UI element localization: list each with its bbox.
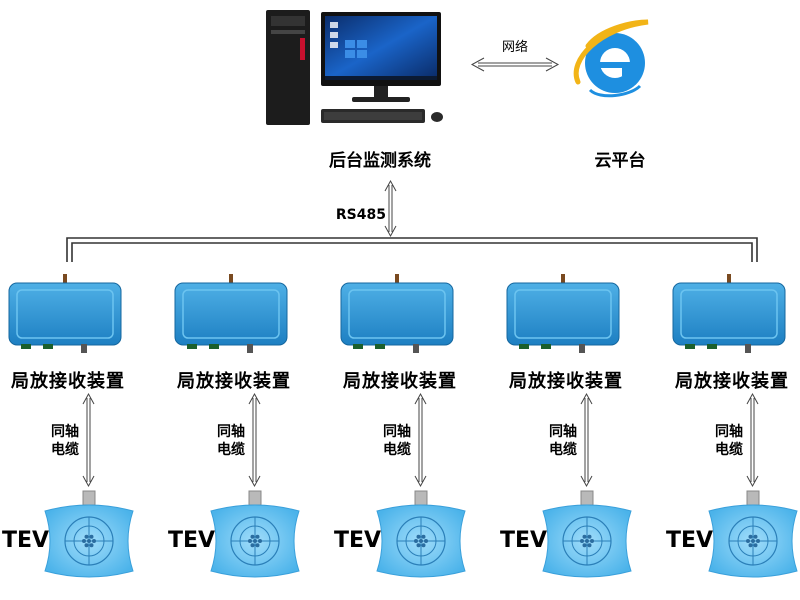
cloud-platform-label: 云平台 — [594, 151, 646, 171]
coax-cable-label-line1: 同轴 — [217, 424, 245, 440]
coax-cable-arrow — [580, 392, 593, 488]
coax-cable-label-line1: 同轴 — [383, 424, 411, 440]
rs485-bus — [66, 237, 758, 262]
coax-cable-label-line1: 同轴 — [549, 424, 577, 440]
coax-cable-label: 同轴电缆 — [371, 423, 411, 459]
tev-sensor-label: TEV — [500, 528, 548, 553]
device-label: 局放接收装置 — [11, 371, 125, 392]
coax-cable-label-line2: 电缆 — [51, 442, 79, 458]
receiver-box-icon — [8, 274, 122, 353]
tev-sensor-icon — [376, 490, 466, 578]
device-label: 局放接收装置 — [177, 371, 291, 392]
coax-cable-arrow — [82, 392, 95, 488]
device-label: 局放接收装置 — [509, 371, 623, 392]
tev-sensor-label: TEV — [334, 528, 382, 553]
coax-cable-arrow — [414, 392, 427, 488]
tev-sensor-label: TEV — [2, 528, 50, 553]
units-layer — [8, 274, 798, 578]
coax-cable-label-line2: 电缆 — [217, 442, 245, 458]
device-label: 局放接收装置 — [343, 371, 457, 392]
coax-cable-label-line2: 电缆 — [383, 442, 411, 458]
rs485-label: RS485 — [335, 207, 386, 223]
device-label: 局放接收装置 — [675, 371, 789, 392]
network-link-arrow — [470, 57, 560, 72]
coax-cable-label: 同轴电缆 — [39, 423, 79, 459]
tev-sensor-icon — [44, 490, 134, 578]
network-label: 网络 — [501, 40, 528, 55]
receiver-box-icon — [174, 274, 288, 353]
coax-cable-label-line1: 同轴 — [715, 424, 743, 440]
tev-sensor-icon — [542, 490, 632, 578]
coax-cable-label: 同轴电缆 — [205, 423, 245, 459]
backend-system-label: 后台监测系统 — [329, 151, 431, 171]
tev-sensor-icon — [210, 490, 300, 578]
tev-sensor-icon — [708, 490, 798, 578]
internet-explorer-icon — [573, 19, 649, 98]
receiver-box-icon — [672, 274, 786, 353]
coax-cable-label-line2: 电缆 — [549, 442, 577, 458]
rs485-link-arrow — [384, 179, 397, 238]
coax-cable-label: 同轴电缆 — [537, 423, 577, 459]
receiver-box-icon — [340, 274, 454, 353]
desktop-computer-icon — [266, 10, 443, 125]
coax-cable-label-line2: 电缆 — [715, 442, 743, 458]
receiver-box-icon — [506, 274, 620, 353]
coax-cable-arrow — [746, 392, 759, 488]
coax-cable-arrow — [248, 392, 261, 488]
coax-cable-label: 同轴电缆 — [703, 423, 743, 459]
tev-sensor-label: TEV — [666, 528, 714, 553]
tev-sensor-label: TEV — [168, 528, 216, 553]
coax-cable-label-line1: 同轴 — [51, 424, 79, 440]
